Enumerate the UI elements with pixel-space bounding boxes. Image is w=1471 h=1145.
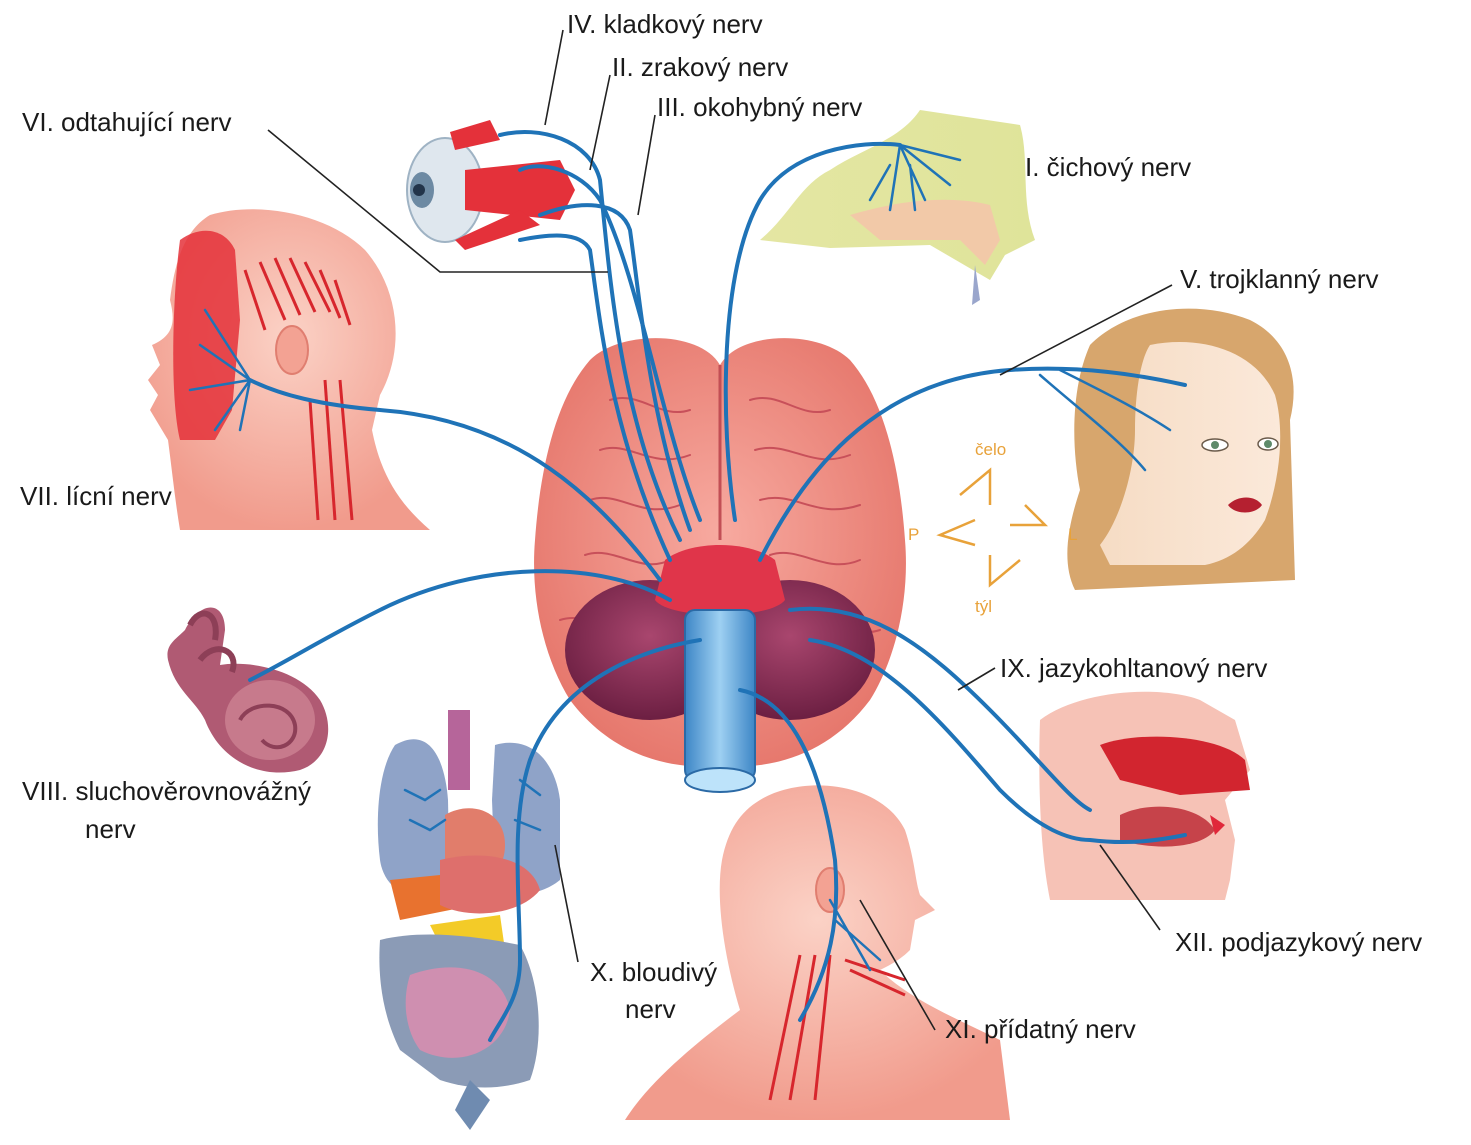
label-glossopharyngeal-nerve: IX. jazykohltanový nerv <box>1000 653 1267 683</box>
label-abducens-nerve: VI. odtahující nerv <box>22 107 232 137</box>
label-accessory-nerve: XI. přídatný nerv <box>945 1014 1136 1044</box>
label-vestibulocochlear-nerve: VIII. sluchověrovnovážný <box>22 776 311 806</box>
torso-organs <box>378 710 560 1130</box>
brain <box>534 338 906 792</box>
woman-face <box>1067 309 1295 590</box>
label-hypoglossal-nerve: XII. podjazykový nerv <box>1175 927 1422 957</box>
label-trochlear-nerve: IV. kladkový nerv <box>567 9 763 39</box>
orientation-back: týl <box>975 597 992 616</box>
orientation-compass <box>940 470 1045 585</box>
eyeball <box>407 120 575 250</box>
arrow-up-icon <box>960 470 990 505</box>
arrow-down-icon <box>990 555 1020 585</box>
label-oculomotor-nerve: III. okohybný nerv <box>657 92 862 122</box>
label-olfactory-nerve: I. čichový nerv <box>1025 152 1191 182</box>
label-vestibulocochlear-nerve-line2: nerv <box>85 814 136 844</box>
neck-head <box>625 785 1010 1120</box>
nasal-cavity <box>760 110 1035 305</box>
label-optic-nerve: II. zrakový nerv <box>612 52 788 82</box>
arrow-left-icon <box>940 520 975 545</box>
facial-muscles-head <box>148 209 430 530</box>
orientation-left: L <box>1068 525 1077 544</box>
arrow-right-icon <box>1010 505 1045 525</box>
orientation-right: P <box>908 525 919 544</box>
label-trigeminal-nerve: V. trojklanný nerv <box>1180 264 1378 294</box>
inner-ear <box>167 608 328 773</box>
label-vagus-nerve-line2: nerv <box>625 994 676 1024</box>
orientation-front: čelo <box>975 440 1006 459</box>
label-facial-nerve: VII. lícní nerv <box>20 481 172 511</box>
label-vagus-nerve: X. bloudivý <box>590 957 717 987</box>
